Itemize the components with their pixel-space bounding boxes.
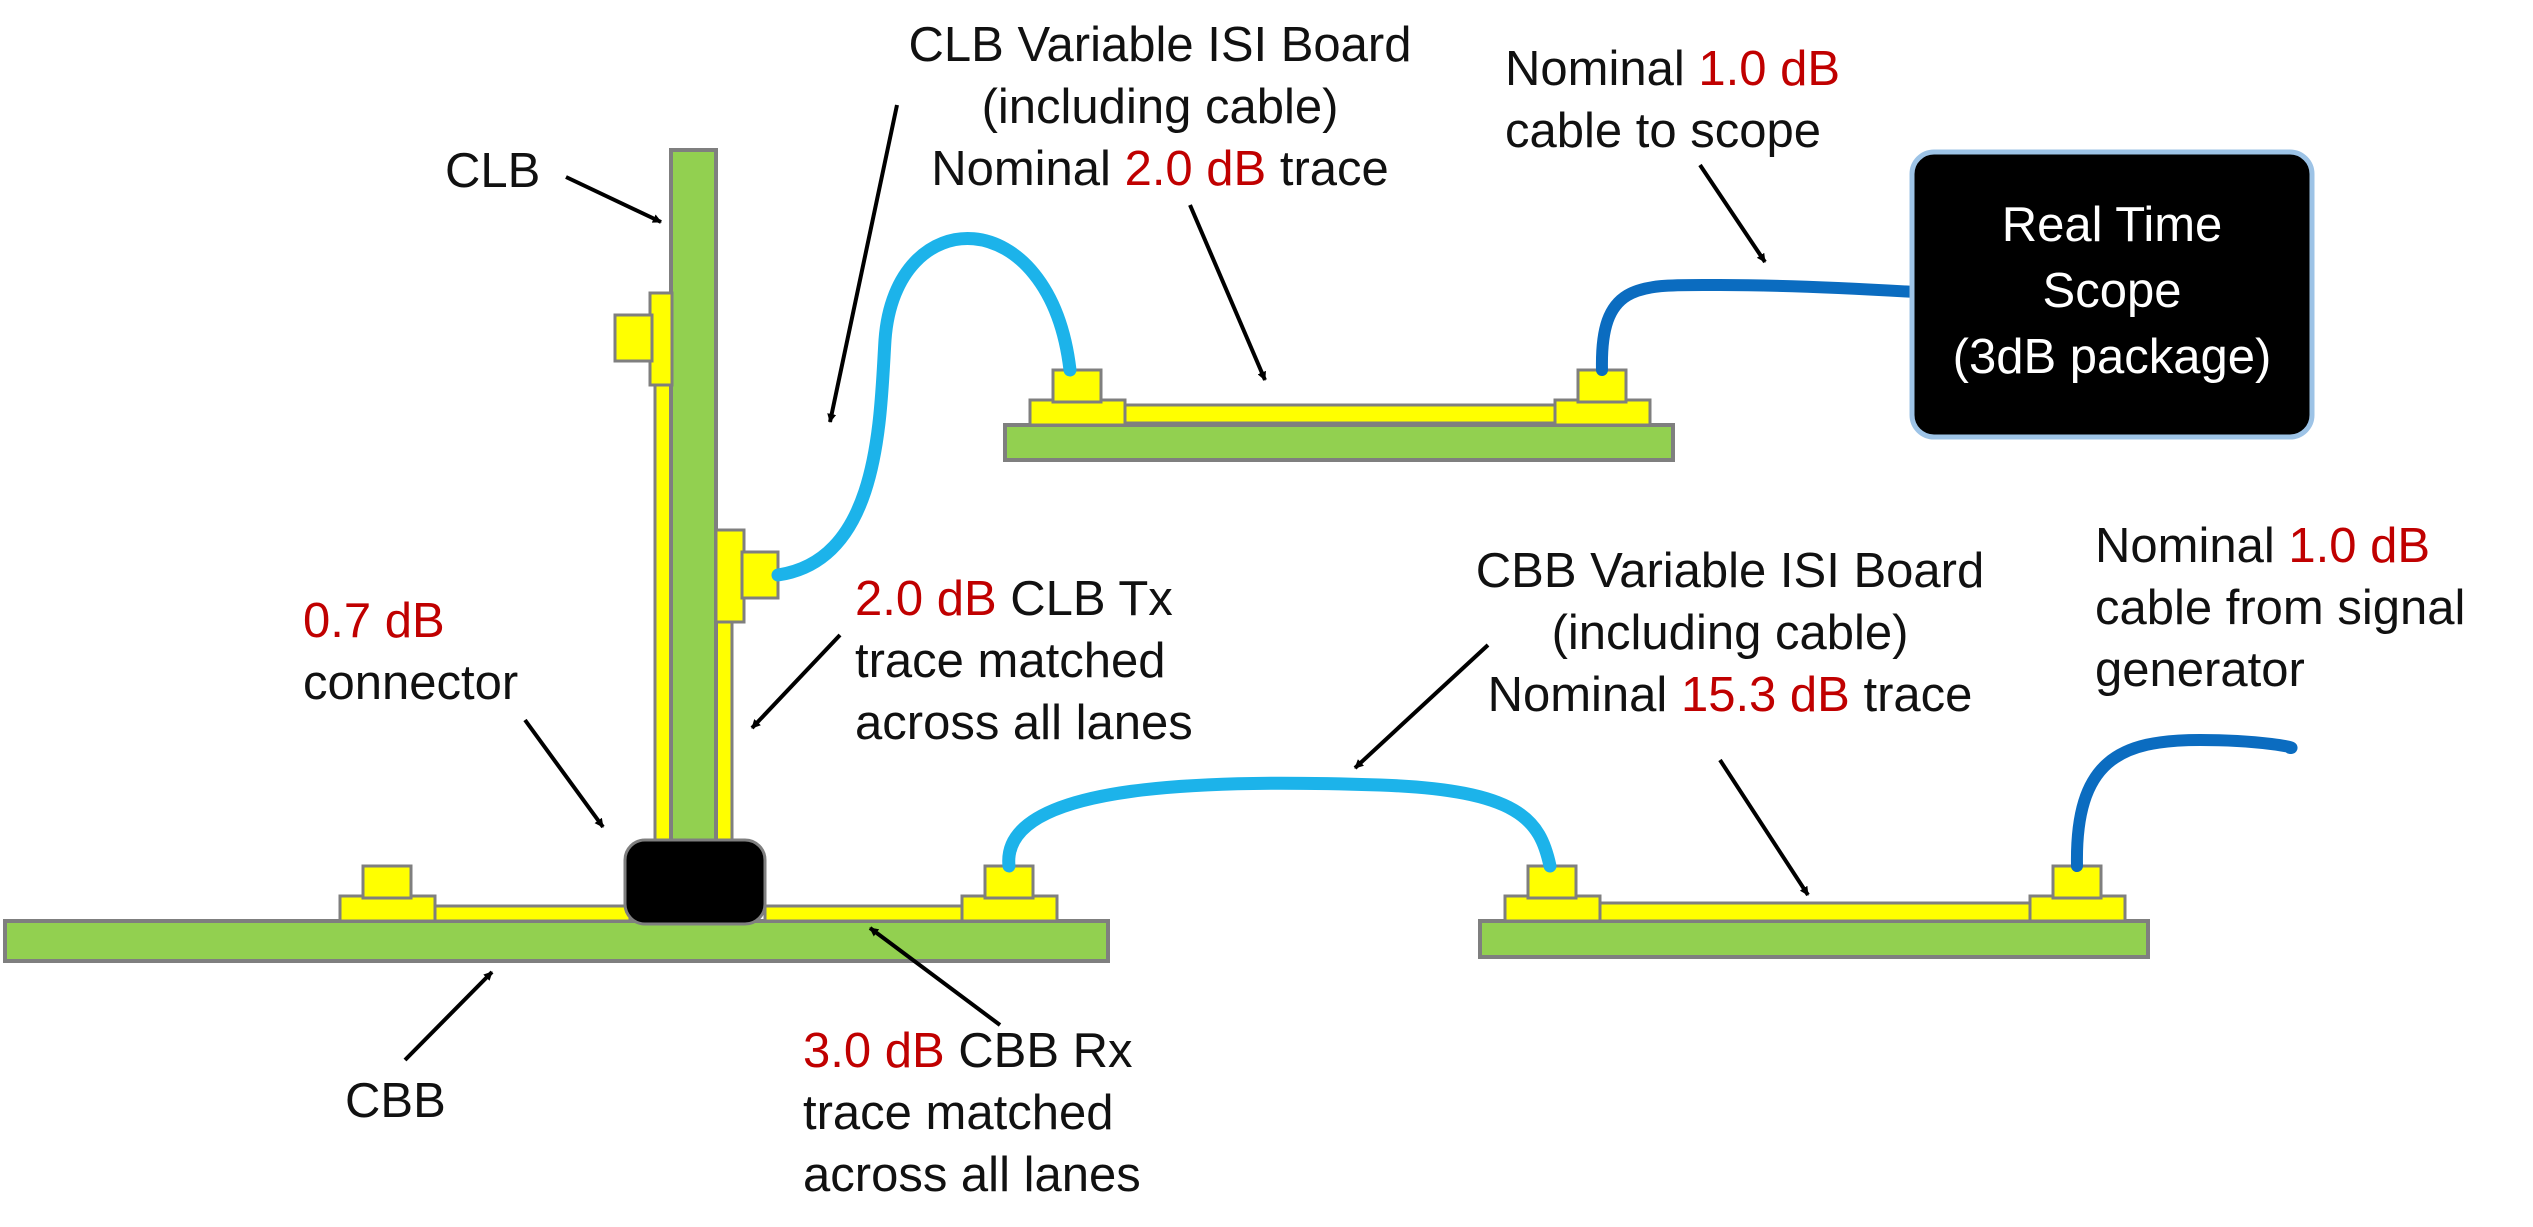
clb-right-pad-base: [714, 528, 746, 624]
arrow-clb-isi: [827, 104, 899, 423]
arrow-cbb: [403, 970, 494, 1062]
clb-left-pad-top: [613, 313, 654, 363]
clb-cable: [771, 232, 1077, 582]
scope-cable-label: Nominal 1.0 dB cable to scope: [1505, 42, 1841, 158]
arrow-cbb-rx: [868, 926, 1002, 1027]
cbb-isi-left-pad-base: [1503, 894, 1602, 923]
cbb-board: [3, 919, 1110, 963]
cbb-left-pad-top: [361, 864, 413, 900]
scope-label: Real Time Scope (3dB package): [1952, 198, 2272, 384]
arrow-connector: [523, 718, 605, 829]
cbb-isi-label: CBB Variable ISI Board (including cable)…: [1475, 544, 1985, 722]
clb-label: CLB: [445, 144, 541, 198]
connector-block: [623, 838, 767, 926]
clb-isi-board: [1003, 423, 1675, 462]
generator-cable: [2070, 733, 2298, 872]
clb-board: [669, 148, 718, 852]
arrow-cbb-isi-trace: [1718, 758, 1810, 897]
cbb-rx-trace-left: [428, 904, 632, 923]
generator-cable-label: Nominal 1.0 dB cable from signal generat…: [2095, 519, 2466, 697]
clb-board-trace-left: [653, 353, 673, 847]
clb-isi-left-pad-base: [1028, 398, 1127, 427]
cbb-isi-board: [1478, 919, 2150, 959]
cbb-label: CBB: [345, 1074, 446, 1128]
connector-label: 0.7 dB connector: [303, 594, 519, 710]
clb-isi-right-pad-base: [1553, 398, 1652, 427]
clb-tx-label: 2.0 dB CLB Tx trace matched across all l…: [855, 572, 1193, 750]
arrow-scope-cable: [1698, 163, 1767, 264]
cbb-right-pad-base: [960, 894, 1059, 923]
clb-isi-label: CLB Variable ISI Board (including cable)…: [908, 18, 1412, 196]
arrow-clb-tx: [750, 633, 842, 730]
clb-isi-left-pad-top: [1051, 368, 1103, 404]
scope-box: [1909, 149, 2315, 440]
cbb-isi-trace: [1598, 901, 2032, 923]
cbb-rx-label: 3.0 dB CBB Rx trace matched across all l…: [803, 1024, 1141, 1202]
scope-cable: [1595, 278, 1921, 376]
arrow-clb: [565, 175, 662, 224]
arrow-clb-isi-trace: [1188, 204, 1267, 381]
arrow-cbb-isi: [1353, 643, 1490, 770]
cbb-left-pad-base: [338, 894, 437, 923]
cbb-cable: [1002, 776, 1557, 873]
clb-isi-trace: [1123, 403, 1557, 425]
cbb-rx-trace-right: [763, 904, 967, 923]
cbb-isi-right-pad-base: [2028, 894, 2127, 923]
